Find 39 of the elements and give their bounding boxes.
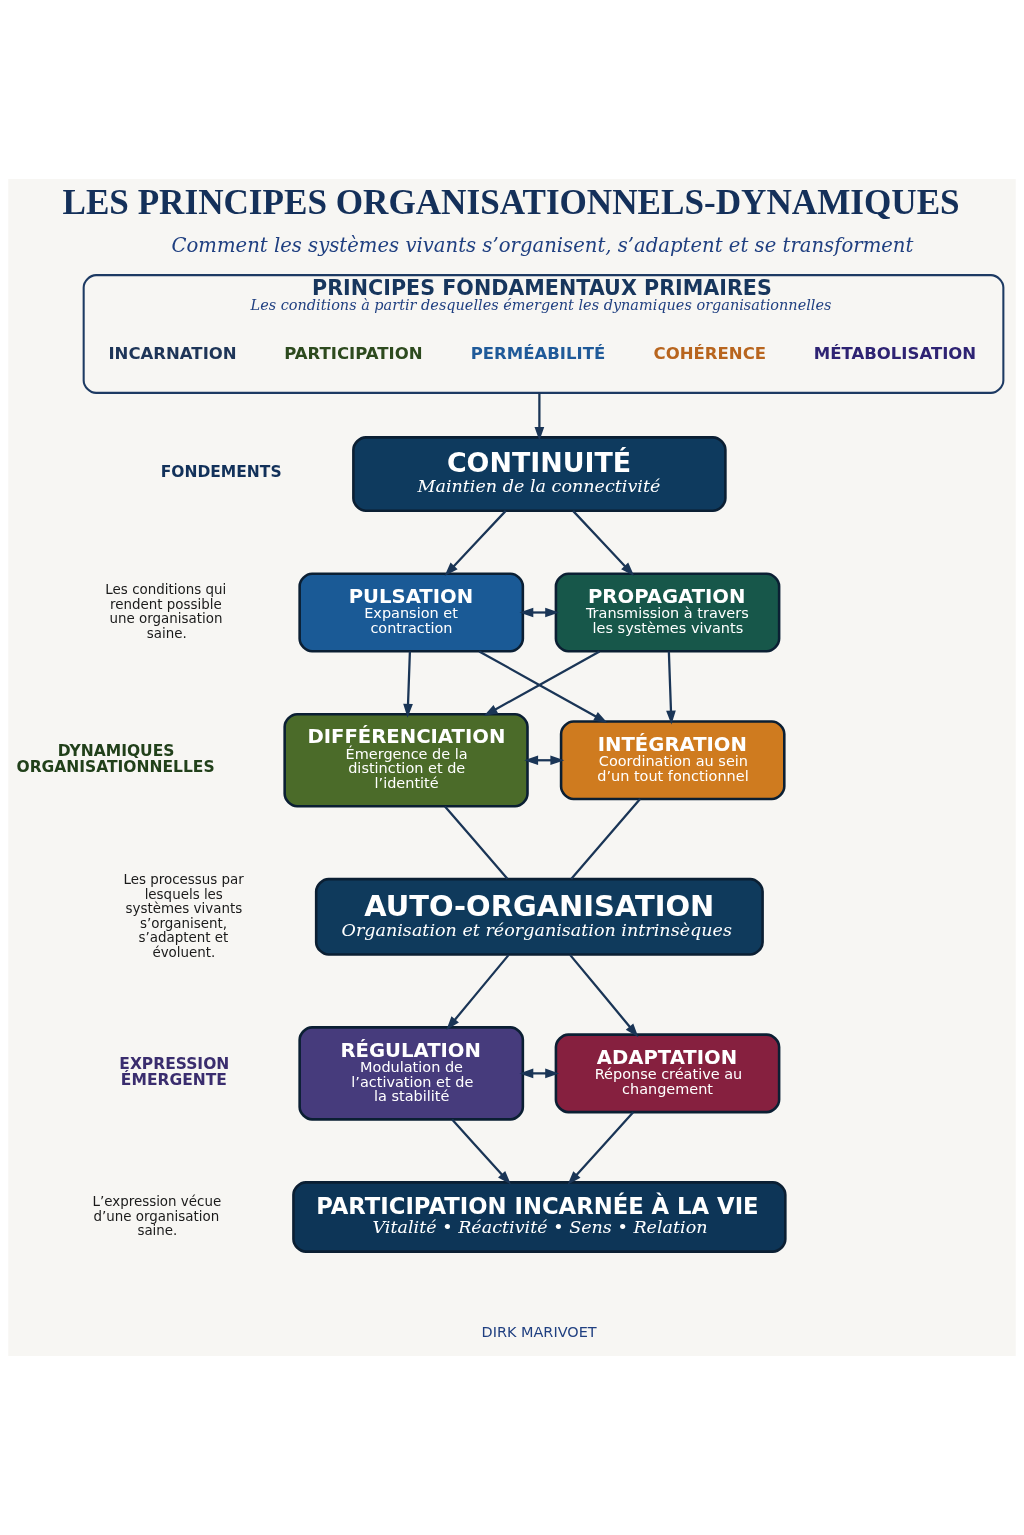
connector xyxy=(444,805,509,880)
label: Comment les systèmes vivants s’organisent, s’adaptent et se transforment xyxy=(171,234,914,258)
node-box: PARTICIPATION INCARNÉE À LA VIE Vitalité • Réactivité • Sens • Relation xyxy=(292,1181,787,1253)
arrow xyxy=(451,1118,511,1185)
arrow xyxy=(519,607,560,618)
node-text: COHÉRENCE xyxy=(653,343,767,363)
arrow xyxy=(483,650,601,716)
node-box: INTÉGRATION Coordination au sein d’un tout fonctionnel xyxy=(559,720,786,801)
node-text: INCARNATION xyxy=(108,343,237,363)
label: FONDEMENTS xyxy=(160,462,282,481)
arrow xyxy=(403,651,413,718)
arrow xyxy=(444,510,507,576)
node-box: DIFFÉRENCIATION Émergence de la distinction et de l’identité xyxy=(283,713,529,808)
node-box: ADAPTATION Réponse créative au changement xyxy=(554,1033,781,1114)
arrow xyxy=(534,392,545,441)
node-text: MÉTABOLISATION xyxy=(813,343,977,363)
label: L’expression vécue d’une organisation saine. xyxy=(92,1194,222,1238)
label: Les processus par lesquels les systèmes vivants s’organisent, s’adaptent et évoluent. xyxy=(123,872,244,960)
diagram-title: LES PRINCIPES ORGANISATIONNELS-DYNAMIQUES xyxy=(62,183,960,223)
connector xyxy=(570,798,641,880)
node-box: AUTO-ORGANISATION Organisation et réorganisation intrinsèques xyxy=(314,877,764,956)
arrow xyxy=(572,510,635,576)
arrow xyxy=(666,651,676,725)
label: EXPRESSION ÉMERGENTE xyxy=(119,1055,230,1089)
node-box: PULSATION Expansion et contraction xyxy=(298,572,525,653)
label: DIRK MARIVOET xyxy=(481,1324,597,1341)
arrow xyxy=(519,1068,560,1079)
arrow xyxy=(478,650,608,723)
node-text: PARTICIPATION xyxy=(284,343,423,363)
node-box: RÉGULATION Modulation de l’activation et de la stabilité xyxy=(298,1026,525,1121)
node-box: CONTINUITÉ Maintien de la connectivité xyxy=(352,436,727,512)
arrow xyxy=(446,954,510,1031)
arrow xyxy=(567,1111,635,1185)
label: Les conditions qui rendent possible une organisation saine. xyxy=(105,582,227,641)
label: DYNAMIQUES ORGANISATIONNELLES xyxy=(16,742,215,776)
arrow xyxy=(524,755,565,766)
node-text: PERMÉABILITÉ xyxy=(470,343,606,363)
arrow xyxy=(569,954,639,1038)
node-box: PROPAGATION Transmission à travers les systèmes vivants xyxy=(554,572,781,653)
